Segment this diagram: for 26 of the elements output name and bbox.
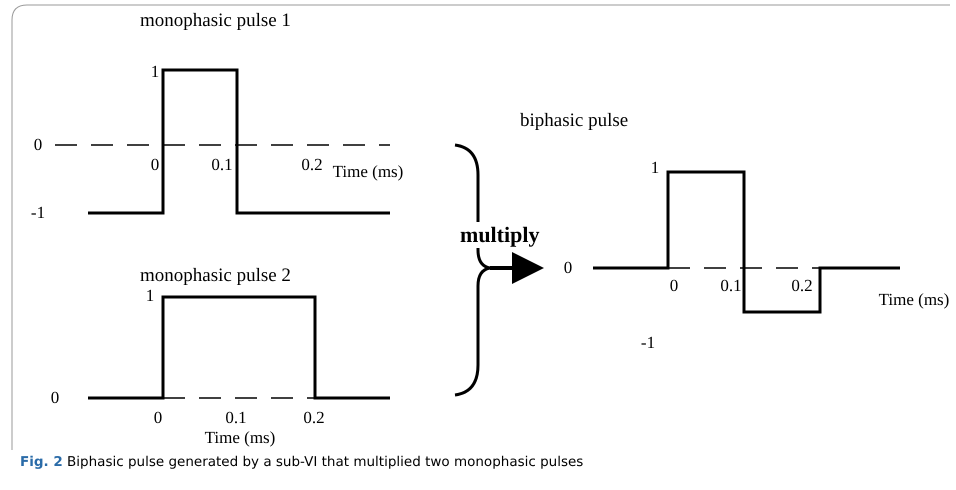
tick-label: 0 [670, 276, 678, 296]
tick-label: 0.1 [720, 276, 742, 296]
tick-label: 0.2 [303, 408, 325, 428]
tick-label: 0.2 [791, 276, 813, 296]
tick-label: 0.2 [301, 155, 323, 175]
tick-label: 0.1 [211, 155, 233, 175]
axis-label: Time (ms) [878, 290, 950, 310]
tick-label: 0 [34, 135, 42, 155]
plot-title: monophasic pulse 1 [140, 10, 291, 32]
tick-label: -1 [640, 333, 656, 353]
plot-title: monophasic pulse 2 [140, 265, 291, 287]
axis-label: Time (ms) [332, 162, 404, 182]
tick-label: 0.1 [225, 408, 247, 428]
figure-caption: Fig. 2 Biphasic pulse generated by a sub-VI that multiplied two monophasic pulses [20, 454, 584, 470]
tick-label: 0 [564, 258, 572, 278]
tick-label: 0 [154, 408, 162, 428]
tick-label: 0 [50, 388, 60, 408]
tick-label: 1 [650, 158, 660, 178]
tick-label: -1 [30, 203, 46, 223]
tick-label: 0 [150, 155, 160, 175]
axis-label: Time (ms) [204, 428, 276, 448]
tick-label: 1 [150, 62, 160, 82]
edge-label: multiply [460, 222, 540, 248]
tick-label: 1 [146, 286, 154, 306]
arrow [490, 252, 544, 284]
plot-title: biphasic pulse [520, 110, 628, 132]
